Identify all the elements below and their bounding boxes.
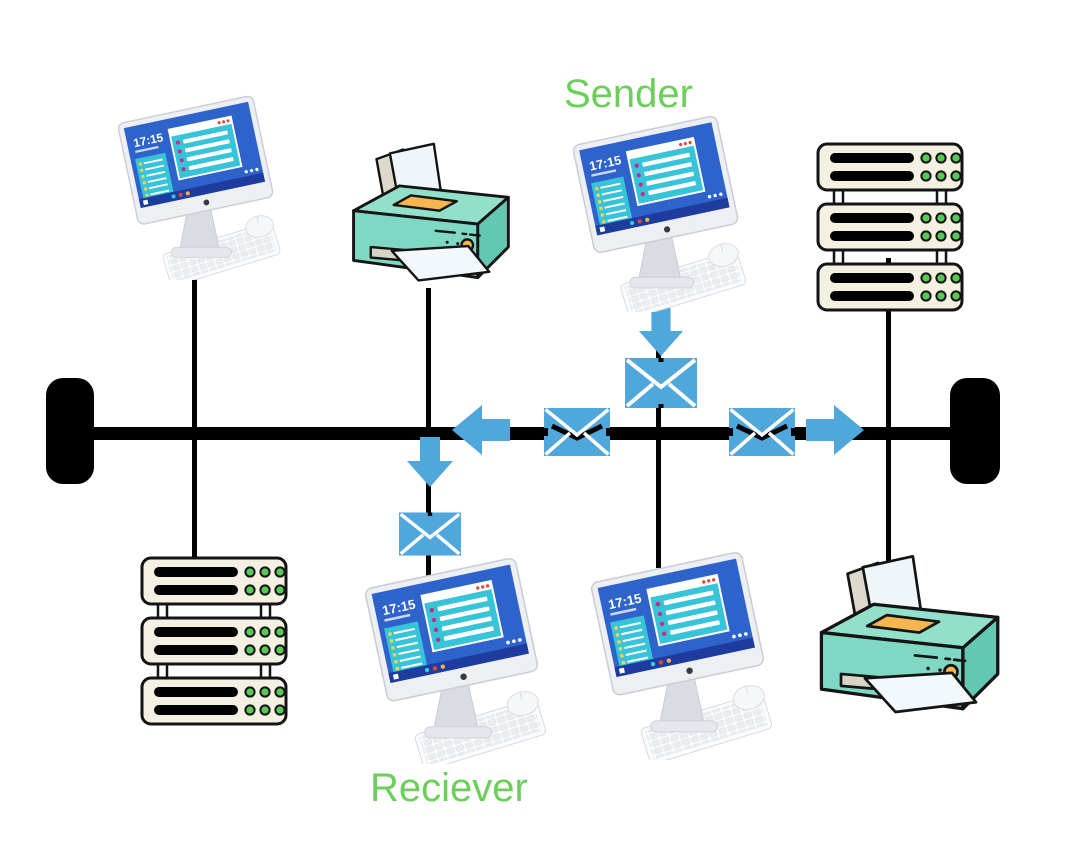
- server-rack-top-right: [814, 140, 966, 320]
- monitor-base: [171, 246, 232, 258]
- screen-taskbar: [614, 637, 755, 677]
- screen-clock: 17:15: [607, 591, 643, 613]
- mouse: [708, 243, 739, 267]
- envelope-icon: [729, 408, 795, 456]
- monitor: 17:15: [572, 115, 739, 254]
- mouse: [506, 691, 539, 716]
- bus-terminator-right: [950, 378, 1000, 484]
- screen-clock: 17:15: [381, 597, 417, 619]
- top-slot: [865, 613, 941, 634]
- monitor: 17:15: [117, 95, 274, 225]
- mouse: [732, 685, 765, 710]
- monitor-base: [424, 726, 492, 739]
- monitor-base: [629, 276, 695, 289]
- left-arrow-icon: [452, 403, 510, 457]
- server-unit: [816, 262, 964, 312]
- screen-window: [420, 579, 504, 653]
- down-arrow-icon: [638, 308, 684, 356]
- drop-line: [426, 288, 431, 433]
- drop-line: [426, 433, 431, 579]
- receiver-label: Reciever: [370, 766, 528, 810]
- server-unit: [816, 142, 964, 192]
- screen-taskbar: [388, 643, 529, 683]
- camera-dot: [663, 226, 671, 233]
- envelope-icon: [399, 510, 461, 558]
- printer-bottom: [806, 552, 1011, 724]
- camera-dot: [460, 673, 467, 680]
- down-arrow-icon: [407, 437, 453, 487]
- drop-line: [192, 433, 197, 561]
- drop-line: [192, 255, 197, 433]
- right-arrow-icon: [806, 403, 864, 457]
- drop-line: [886, 258, 891, 433]
- monitor: 17:15: [364, 557, 539, 702]
- server-rack-bottom-left: [138, 554, 290, 732]
- envelope-icon: [544, 408, 610, 456]
- server-unit: [140, 616, 288, 666]
- screen-clock: 17:15: [132, 131, 165, 150]
- mouse: [245, 215, 274, 238]
- top-slot: [392, 194, 458, 212]
- screen-sidebar-panel: [610, 615, 654, 669]
- drop-line: [656, 433, 661, 568]
- screen-sidebar-panel: [591, 176, 633, 228]
- screen-clock: 17:15: [588, 153, 622, 173]
- bus-terminator-left: [46, 378, 94, 484]
- sender-computer: 17:15: [562, 114, 750, 312]
- screen-sidebar-panel: [384, 621, 428, 675]
- printed-page: [863, 671, 978, 714]
- server-unit: [816, 202, 964, 252]
- screen-window: [646, 573, 730, 647]
- server-unit: [140, 676, 288, 726]
- sender-label: Sender: [564, 72, 693, 116]
- receiver-computer: 17:15: [356, 556, 548, 764]
- envelope-icon: [625, 358, 697, 408]
- server-unit: [140, 556, 288, 606]
- desktop-computer-bottom: 17:15: [582, 550, 774, 760]
- screen-taskbar: [138, 172, 266, 209]
- camera-dot: [203, 199, 210, 206]
- screen-window: [167, 115, 243, 181]
- monitor-base: [650, 720, 718, 733]
- printed-page: [390, 244, 491, 282]
- screen-taskbar: [595, 197, 730, 236]
- monitor: 17:15: [590, 551, 765, 696]
- desktop-computer-top-left: 17:15: [100, 94, 292, 280]
- screen-sidebar-panel: [135, 152, 175, 201]
- drop-line: [886, 433, 891, 585]
- camera-dot: [686, 667, 693, 674]
- printer-top: [344, 140, 516, 294]
- screen-window: [625, 136, 706, 207]
